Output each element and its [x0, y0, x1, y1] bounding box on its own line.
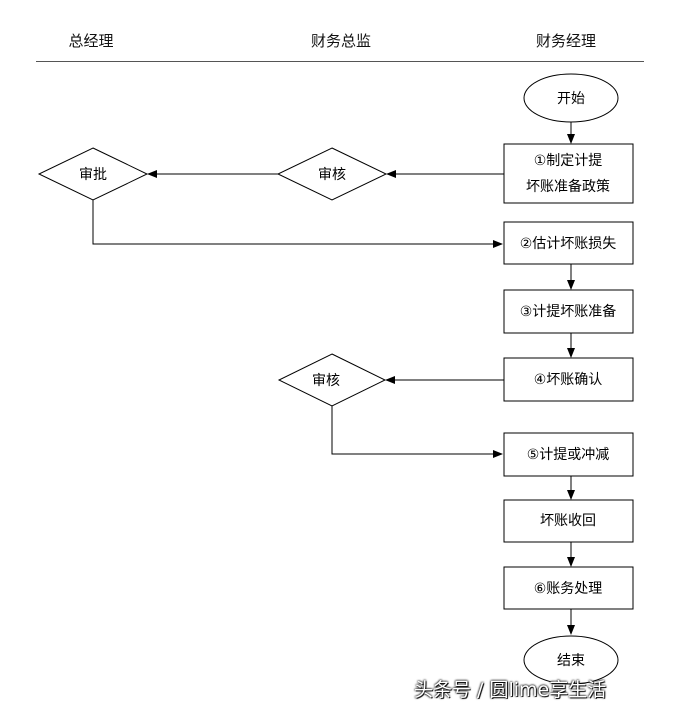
review2-label: 审核 — [312, 373, 340, 389]
end-label: 结束 — [557, 653, 585, 669]
step5-box — [503, 432, 634, 477]
step6-box — [503, 566, 634, 610]
review2-diamond — [277, 353, 387, 407]
arrow-approve-to-step2 — [92, 200, 503, 248]
approve-diamond — [37, 147, 149, 201]
connectors — [92, 121, 575, 635]
recover-label: 坏账收回 — [540, 513, 596, 529]
step3-label: ③计提坏账准备 — [520, 303, 617, 320]
header-divider — [36, 61, 644, 62]
step5-label: ⑤计提或冲减 — [527, 447, 610, 463]
step4-label: ④坏账确认 — [534, 372, 603, 388]
recover-box — [503, 499, 634, 543]
start-terminal — [523, 73, 619, 123]
review1-diamond — [276, 147, 388, 201]
lane-header-finance-director: 财务总监 — [310, 32, 372, 50]
step1-box — [503, 143, 634, 204]
step2-box — [503, 221, 634, 265]
end-terminal — [523, 635, 619, 685]
step4-box — [503, 357, 634, 402]
start-label: 开始 — [557, 91, 585, 107]
step1-label-line1: ①制定计提 — [534, 153, 603, 169]
watermark-text: 头条号 / 圆lime享生活 — [414, 679, 607, 701]
review1-label: 审核 — [318, 167, 346, 183]
step2-label: ②估计坏账损失 — [520, 236, 617, 252]
arrow-review2-to-step5 — [331, 406, 503, 458]
lane-header-finance-manager: 财务经理 — [535, 32, 597, 50]
step1-label-line2: 坏账准备政策 — [526, 178, 610, 195]
step3-box — [503, 289, 634, 334]
step6-label: ⑥账务处理 — [534, 581, 603, 597]
approve-label: 审批 — [79, 167, 107, 183]
lane-header-general-manager: 总经理 — [68, 32, 114, 50]
